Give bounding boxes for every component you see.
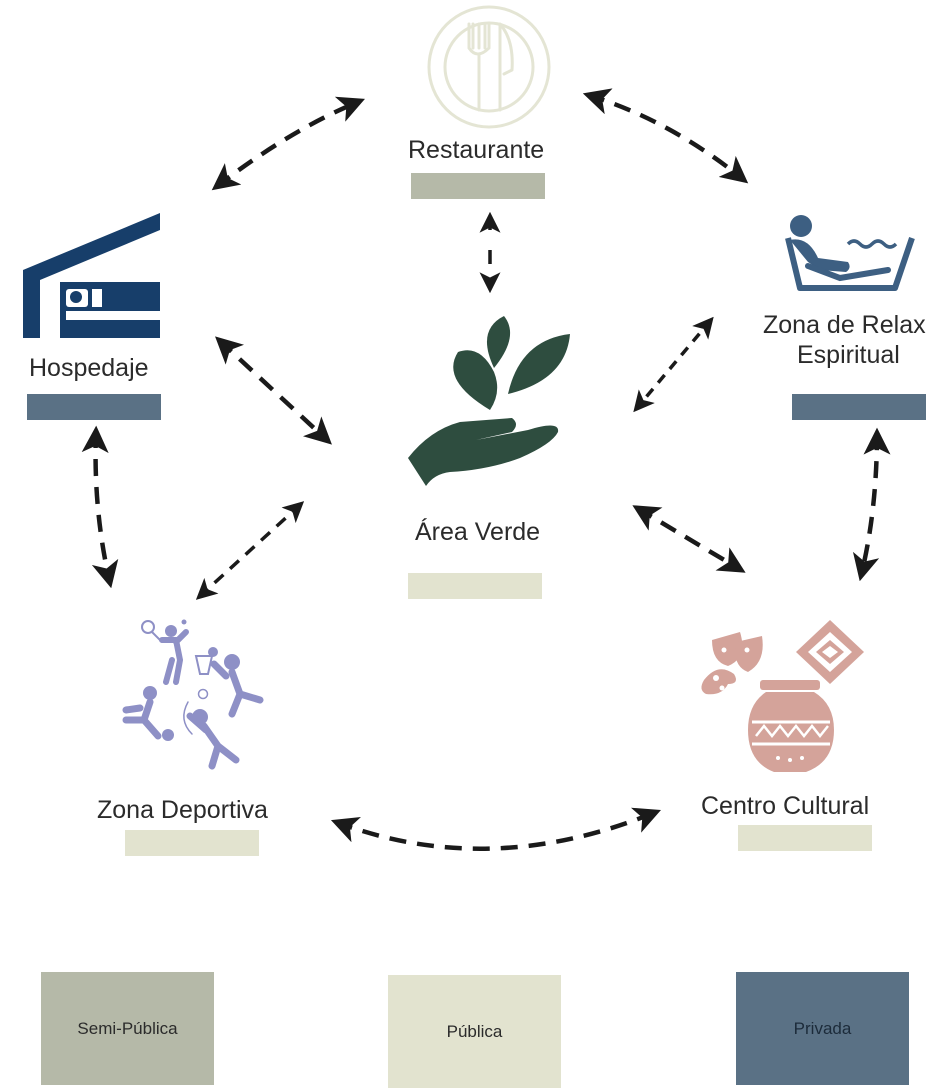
legend-privada: Privada bbox=[736, 972, 909, 1085]
arrow-restaurante-relax bbox=[582, 88, 749, 184]
node-label-relax-line2: Espiritual bbox=[797, 341, 900, 369]
culture-pottery-icon bbox=[701, 620, 864, 772]
arrow-relax-areaverde bbox=[633, 316, 714, 413]
zone-bar-cultural bbox=[738, 825, 872, 851]
hand-leaves-icon bbox=[408, 316, 570, 486]
legend-label-semi-publica: Semi-Pública bbox=[77, 1018, 178, 1038]
arrow-deportiva-cultural bbox=[330, 807, 661, 851]
bed-house-icon bbox=[23, 213, 160, 338]
zone-bar-deportiva bbox=[125, 830, 259, 856]
node-label-cultural: Centro Cultural bbox=[701, 792, 870, 820]
zone-bar-relax bbox=[792, 394, 926, 420]
node-label-hospedaje: Hospedaje bbox=[29, 354, 149, 382]
node-label-deportiva: Zona Deportiva bbox=[97, 796, 268, 824]
legend-label-privada: Privada bbox=[793, 1018, 852, 1038]
arrow-hospedaje-restaurante bbox=[211, 96, 365, 191]
zone-bar-restaurante bbox=[411, 173, 545, 199]
legend-label-publica: Pública bbox=[446, 1021, 503, 1041]
sports-people-icon bbox=[122, 619, 264, 770]
arrow-relax-cultural bbox=[852, 427, 891, 582]
legend-semi-publica: Semi-Pública bbox=[41, 972, 214, 1085]
node-label-area-verde: Área Verde bbox=[415, 518, 541, 546]
zone-bar-hospedaje bbox=[27, 394, 161, 420]
arrow-areaverde-cultural bbox=[632, 505, 746, 573]
arrow-hospedaje-areaverde bbox=[215, 336, 332, 445]
zone-bar-area-verde bbox=[408, 573, 542, 599]
legend-publica: Pública bbox=[388, 975, 561, 1088]
plate-fork-knife-icon bbox=[427, 5, 551, 129]
connection-arrows bbox=[81, 88, 891, 851]
node-label-relax-line1: Zona de Relax bbox=[763, 311, 926, 339]
arrow-hospedaje-deportiva bbox=[81, 425, 119, 589]
arrow-deportiva-areaverde bbox=[195, 501, 305, 600]
bathtub-relax-icon bbox=[785, 215, 915, 291]
node-label-restaurante: Restaurante bbox=[408, 136, 545, 164]
